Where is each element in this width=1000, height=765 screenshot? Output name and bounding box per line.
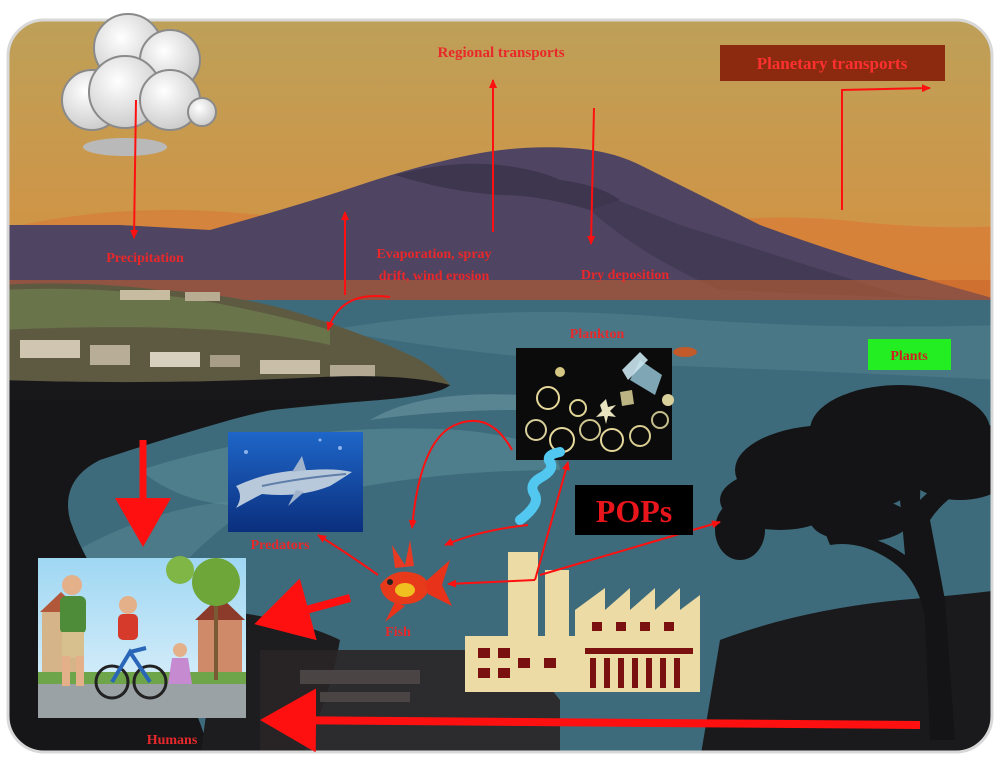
humans-image xyxy=(38,556,246,718)
plants-label-box xyxy=(868,339,951,370)
pops-label-box xyxy=(575,485,693,535)
arrow-plants-to-humans xyxy=(260,688,921,753)
thin-arrows xyxy=(130,79,931,588)
planetary-label: Planetary transports xyxy=(757,54,908,73)
arrow-evaporation-down xyxy=(326,295,391,331)
arrow-factory-to-fish-1 xyxy=(444,524,529,546)
arrow-factory-to-fish-2 xyxy=(447,579,536,588)
arrow-factory-to-plankton xyxy=(534,461,570,581)
cloud-icon xyxy=(61,13,217,156)
fish-label: Fish xyxy=(385,625,411,640)
arrow-fish-to-humans xyxy=(254,578,352,641)
pops-label: POPs xyxy=(596,493,672,529)
arrow-precipitation xyxy=(130,99,139,239)
planetary-label-box xyxy=(720,45,945,81)
arrow-dry-deposition xyxy=(587,107,596,245)
humans-label: Humans xyxy=(147,733,198,748)
dry-deposition-label: Dry deposition xyxy=(581,268,670,283)
arrow-plankton-to-fish xyxy=(408,420,513,529)
plants-label: Plants xyxy=(890,349,928,364)
plankton-label: Plankton xyxy=(570,327,625,342)
land-right xyxy=(700,590,992,752)
tree xyxy=(826,430,990,740)
arrow-fish-to-predators xyxy=(317,534,379,576)
shark-image xyxy=(228,432,363,532)
precipitation-label: Precipitation xyxy=(106,251,184,266)
thick-arrows xyxy=(115,440,921,753)
predators-label: Predators xyxy=(251,538,310,553)
regional-transports-label: Regional transports xyxy=(437,45,564,61)
arrow-planetary xyxy=(841,84,931,210)
fish-icon xyxy=(380,540,452,622)
evaporation-label-line2: drift, wind erosion xyxy=(379,269,490,284)
plankton-image xyxy=(516,348,674,460)
evaporation-label-line1: Evaporation, spray xyxy=(376,247,491,262)
factory-icon xyxy=(465,447,700,692)
